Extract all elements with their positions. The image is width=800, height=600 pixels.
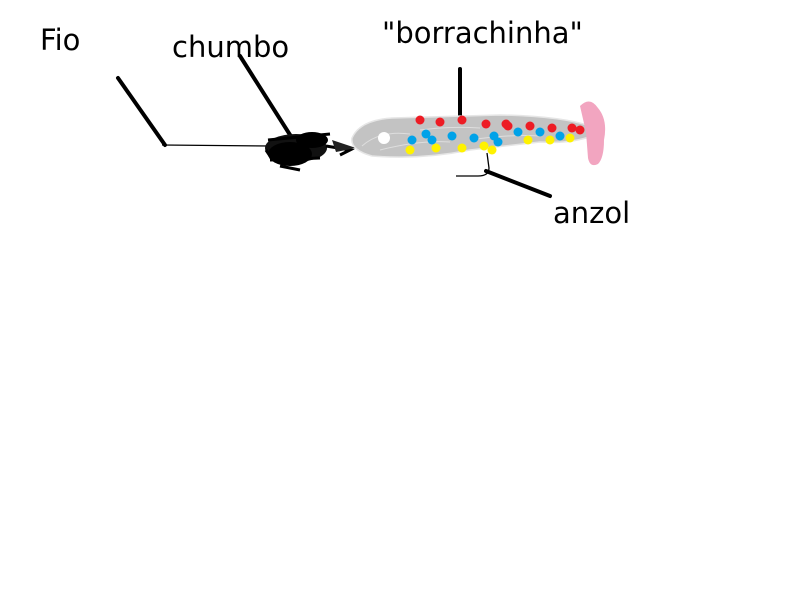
blue-dot (469, 133, 479, 143)
red-dot (457, 115, 467, 125)
label-anzol: anzol (553, 196, 631, 230)
red-dot (415, 115, 425, 125)
red-dot (501, 119, 511, 129)
red-dot (481, 119, 491, 129)
hook-anzol (456, 152, 490, 177)
red-dot (547, 123, 557, 133)
yellow-dot (405, 145, 415, 155)
red-dot (575, 125, 585, 135)
chumbo-pointer-line (238, 54, 294, 140)
red-dot (567, 123, 577, 133)
yellow-dot (523, 135, 533, 145)
blue-dot (493, 137, 503, 147)
blue-dot (513, 127, 523, 137)
fishing-line (161, 144, 271, 147)
red-dot (525, 121, 535, 131)
label-borrachinha: "borrachinha" (382, 16, 583, 50)
blue-dot (427, 135, 437, 145)
blue-dot (535, 127, 545, 137)
lure-tail (580, 101, 606, 166)
lure-eye (378, 132, 390, 144)
fio-pointer-line (116, 76, 167, 147)
yellow-dot (487, 145, 497, 155)
label-chumbo: chumbo (172, 30, 290, 64)
yellow-dot (431, 143, 441, 153)
label-fio: Fio (40, 23, 81, 57)
anzol-pointer-line (484, 169, 552, 198)
blue-dot (421, 129, 431, 139)
red-dot (435, 117, 445, 127)
soft-lure-borrachinha (351, 101, 606, 166)
yellow-dot (479, 141, 489, 151)
sinker-chumbo (264, 132, 356, 172)
yellow-dot (545, 135, 555, 145)
blue-dot (407, 135, 417, 145)
lure-dots (405, 115, 585, 155)
yellow-dot (457, 143, 467, 153)
yellow-dot (565, 133, 575, 143)
blue-dot (555, 131, 565, 141)
blue-dot (447, 131, 457, 141)
